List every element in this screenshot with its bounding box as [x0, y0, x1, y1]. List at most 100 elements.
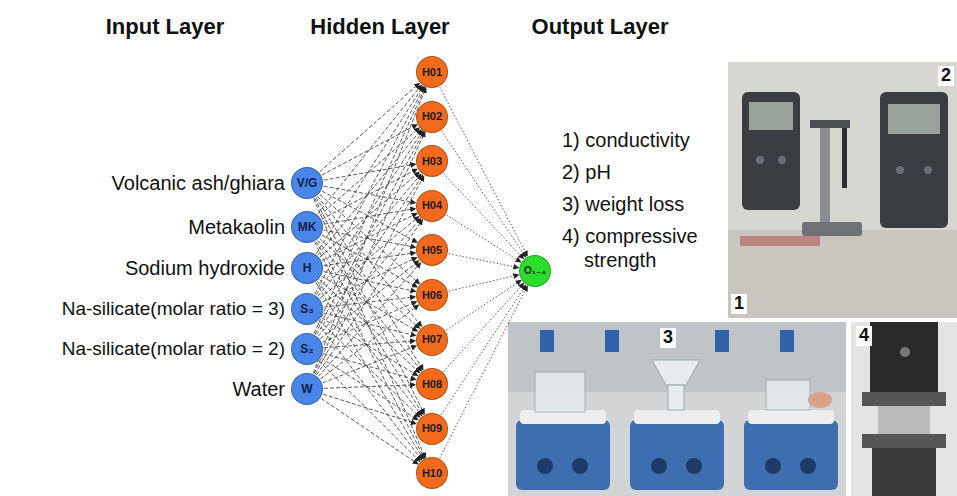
photo-press [851, 322, 957, 496]
weight-connection [315, 132, 424, 334]
weight-connection [321, 399, 418, 464]
layer-heading: Output Layer [515, 14, 685, 40]
weight-connection [317, 281, 421, 415]
neuron-label: H01 [422, 67, 442, 78]
input-name: Volcanic ash/ghiara [2, 171, 285, 195]
conductivity-meter [742, 92, 800, 210]
weight-connection [322, 258, 416, 302]
weight-connection [324, 186, 416, 203]
weight-connection [446, 280, 521, 330]
photo-number: 1 [731, 294, 747, 314]
weight-connection [322, 169, 417, 219]
output-item: 2) pH [562, 160, 722, 184]
input-name: Sodium hydroxide [2, 256, 285, 280]
neuron-label: H08 [422, 379, 442, 390]
weight-connection [318, 174, 421, 296]
neuron-label: H10 [422, 468, 442, 479]
weight-connection [315, 242, 425, 458]
weight-connection [320, 217, 419, 299]
photo-number: 3 [660, 328, 676, 348]
neuron-label: H06 [422, 290, 442, 301]
neuron-label: H05 [422, 245, 442, 256]
output-item: 4) compressive strength [562, 224, 725, 272]
photo-number: 4 [856, 326, 872, 346]
magnetic-stirrer [744, 420, 838, 490]
weight-connection [313, 88, 426, 373]
weight-connection [314, 88, 425, 334]
neuron-label: W [301, 383, 312, 395]
press-ram [870, 322, 938, 392]
output-item: 3) weight loss [562, 192, 722, 216]
weight-connection [316, 86, 423, 253]
output-item: 1) conductivity [562, 128, 722, 152]
neuron-label: S₂ [300, 343, 313, 355]
weight-connection [324, 313, 416, 336]
neuron-label: H03 [422, 156, 442, 167]
weight-connection [323, 346, 416, 383]
input-neuron: S₂ [291, 333, 323, 365]
weight-connection [314, 132, 425, 374]
input-neuron: H [291, 252, 323, 284]
weight-connection [318, 196, 422, 326]
neuron-label: H04 [422, 200, 442, 211]
neuron-label: V/G [297, 177, 318, 189]
photo-number: 2 [938, 66, 954, 86]
weight-connection [321, 305, 419, 379]
hidden-neuron: H09 [416, 413, 448, 445]
neuron-label: S₃ [300, 303, 314, 315]
ph-probe [842, 128, 847, 188]
weight-connection [318, 263, 420, 376]
weight-connection [317, 220, 423, 375]
neuron-label: O₁₋₄ [524, 266, 546, 276]
weight-connection [444, 174, 524, 259]
output-neuron: O₁₋₄ [519, 255, 551, 287]
input-name: Water [2, 377, 285, 401]
bench-surface [728, 230, 957, 318]
hidden-neuron: H03 [416, 145, 448, 177]
weight-connection [314, 199, 426, 458]
input-neuron: W [291, 373, 323, 405]
weight-connection [322, 125, 417, 175]
meter-screen [888, 104, 940, 134]
neuron-label: H09 [422, 423, 442, 434]
input-name: Na-silicate(molar ratio = 2) [2, 338, 285, 361]
weight-connection [316, 197, 423, 369]
neuron-label: H07 [422, 334, 442, 345]
input-neuron: V/G [291, 167, 323, 199]
layer-heading: Input Layer [90, 14, 240, 40]
hidden-neuron: H10 [416, 457, 448, 489]
weight-connection [318, 219, 421, 337]
weight-connection [320, 194, 420, 283]
input-neuron: MK [291, 211, 323, 243]
hidden-neuron: H08 [416, 368, 448, 400]
hidden-neuron: H07 [416, 324, 448, 356]
weight-connection [324, 385, 415, 389]
meter-screen [749, 102, 793, 130]
neuron-label: MK [298, 221, 317, 233]
magnetic-stirrer [630, 420, 724, 490]
electrode-stand [820, 120, 830, 230]
photo-stirrers [508, 322, 846, 496]
weight-connection [446, 215, 520, 262]
magnetic-stirrer [516, 420, 610, 490]
input-name: Metakaolin [2, 215, 285, 239]
hidden-neuron: H06 [416, 279, 448, 311]
photo-meters [728, 62, 957, 318]
weight-connection [440, 286, 528, 458]
ph-meter [880, 92, 948, 228]
weight-connection [315, 176, 424, 374]
specimen [878, 406, 930, 434]
weight-connection [316, 175, 422, 334]
weight-connection [319, 361, 420, 461]
weight-connection [441, 131, 525, 257]
layer-heading: Hidden Layer [305, 14, 455, 40]
weight-connection [441, 285, 525, 414]
weight-connection [318, 85, 422, 214]
hidden-neuron: H04 [416, 190, 448, 222]
weight-connection [443, 284, 523, 372]
input-name: Na-silicate(molar ratio = 3) [2, 298, 285, 321]
neuron-label: H [303, 262, 312, 274]
hidden-neuron: H05 [416, 234, 448, 266]
input-neuron: S₃ [291, 293, 323, 325]
